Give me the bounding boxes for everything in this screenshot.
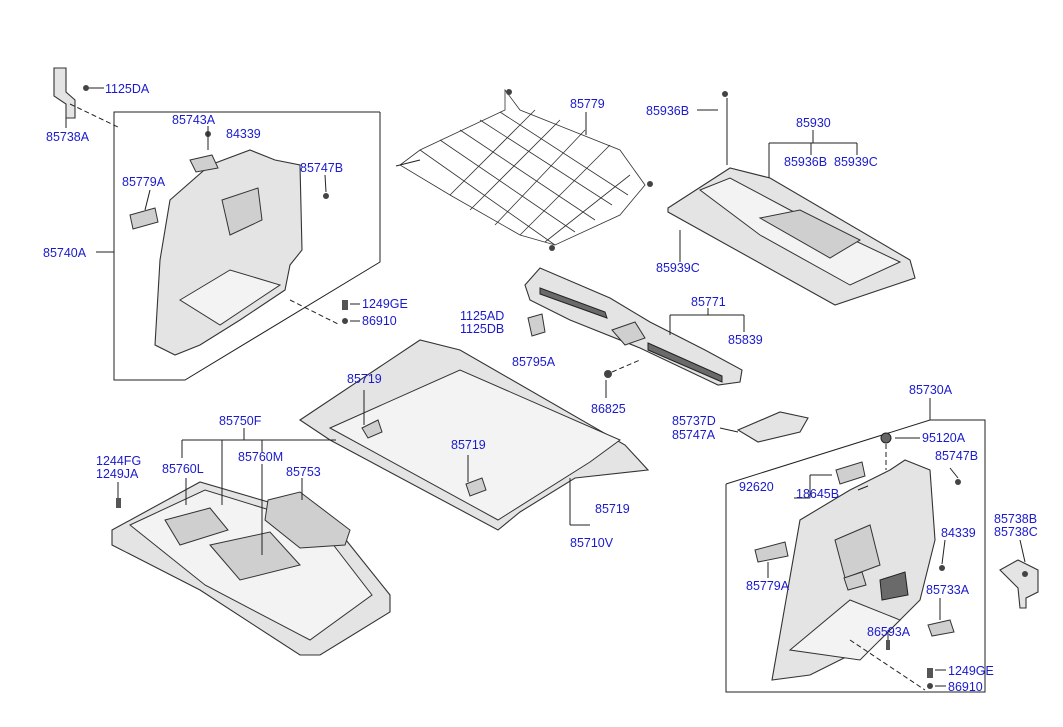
label-85839: 85839 [728,333,763,347]
labels: 1125DA 85738A 85743A 84339 85747B 85779A… [43,82,1038,694]
label-86910-left: 86910 [362,314,397,328]
label-85710V: 85710V [570,536,614,550]
label-1249GE-left: 1249GE [362,297,408,311]
label-85719-b: 85719 [451,438,486,452]
label-85730A: 85730A [909,383,953,397]
label-85738B: 85738B [994,512,1037,526]
floor-panel-group [111,428,391,656]
label-85733A: 85733A [926,583,970,597]
label-85750F: 85750F [219,414,262,428]
label-86825: 86825 [591,402,626,416]
label-85930: 85930 [796,116,831,130]
label-85795A: 85795A [512,355,556,369]
left-quarter-trim-group [53,67,381,381]
label-85939C-bottom: 85939C [656,261,700,275]
transverse-trim-group [524,267,745,398]
label-1249GE-right: 1249GE [948,664,994,678]
label-1249JA: 1249JA [96,467,139,481]
label-85738C: 85738C [994,525,1038,539]
label-95120A: 95120A [922,431,966,445]
label-84339-right: 84339 [941,526,976,540]
label-85936B: 85936B [784,155,827,169]
luggage-board-group [299,339,650,531]
label-85743A: 85743A [172,113,216,127]
label-85719-c: 85719 [595,502,630,516]
label-85737D: 85737D [672,414,716,428]
label-85779A-right: 85779A [746,579,790,593]
label-85779A-left: 85779A [122,175,166,189]
label-85738A: 85738A [46,130,90,144]
label-85740A: 85740A [43,246,87,260]
covering-shelf-group [667,91,916,306]
label-85747A: 85747A [672,428,716,442]
label-86910-right: 86910 [948,680,983,694]
label-92620: 92620 [739,480,774,494]
label-85753: 85753 [286,465,321,479]
right-quarter-trim-group [725,398,1039,693]
label-85747B-right: 85747B [935,449,978,463]
label-84339-left: 84339 [226,127,261,141]
label-85760M: 85760M [238,450,283,464]
label-1244FG: 1244FG [96,454,141,468]
label-85760L: 85760L [162,462,204,476]
label-1125AD: 1125AD [460,309,504,323]
label-1125DA: 1125DA [105,82,150,96]
label-85939C: 85939C [834,155,878,169]
label-85936B-top: 85936B [646,104,689,118]
label-85719-a: 85719 [347,372,382,386]
label-85771: 85771 [691,295,726,309]
label-85779: 85779 [570,97,605,111]
cargo-net-group [395,88,653,251]
assist-cover-group [719,411,809,443]
label-18645B: 18645B [796,487,839,501]
label-86593A: 86593A [867,625,911,639]
label-85747B-left: 85747B [300,161,343,175]
label-1125DB: 1125DB [460,322,504,336]
